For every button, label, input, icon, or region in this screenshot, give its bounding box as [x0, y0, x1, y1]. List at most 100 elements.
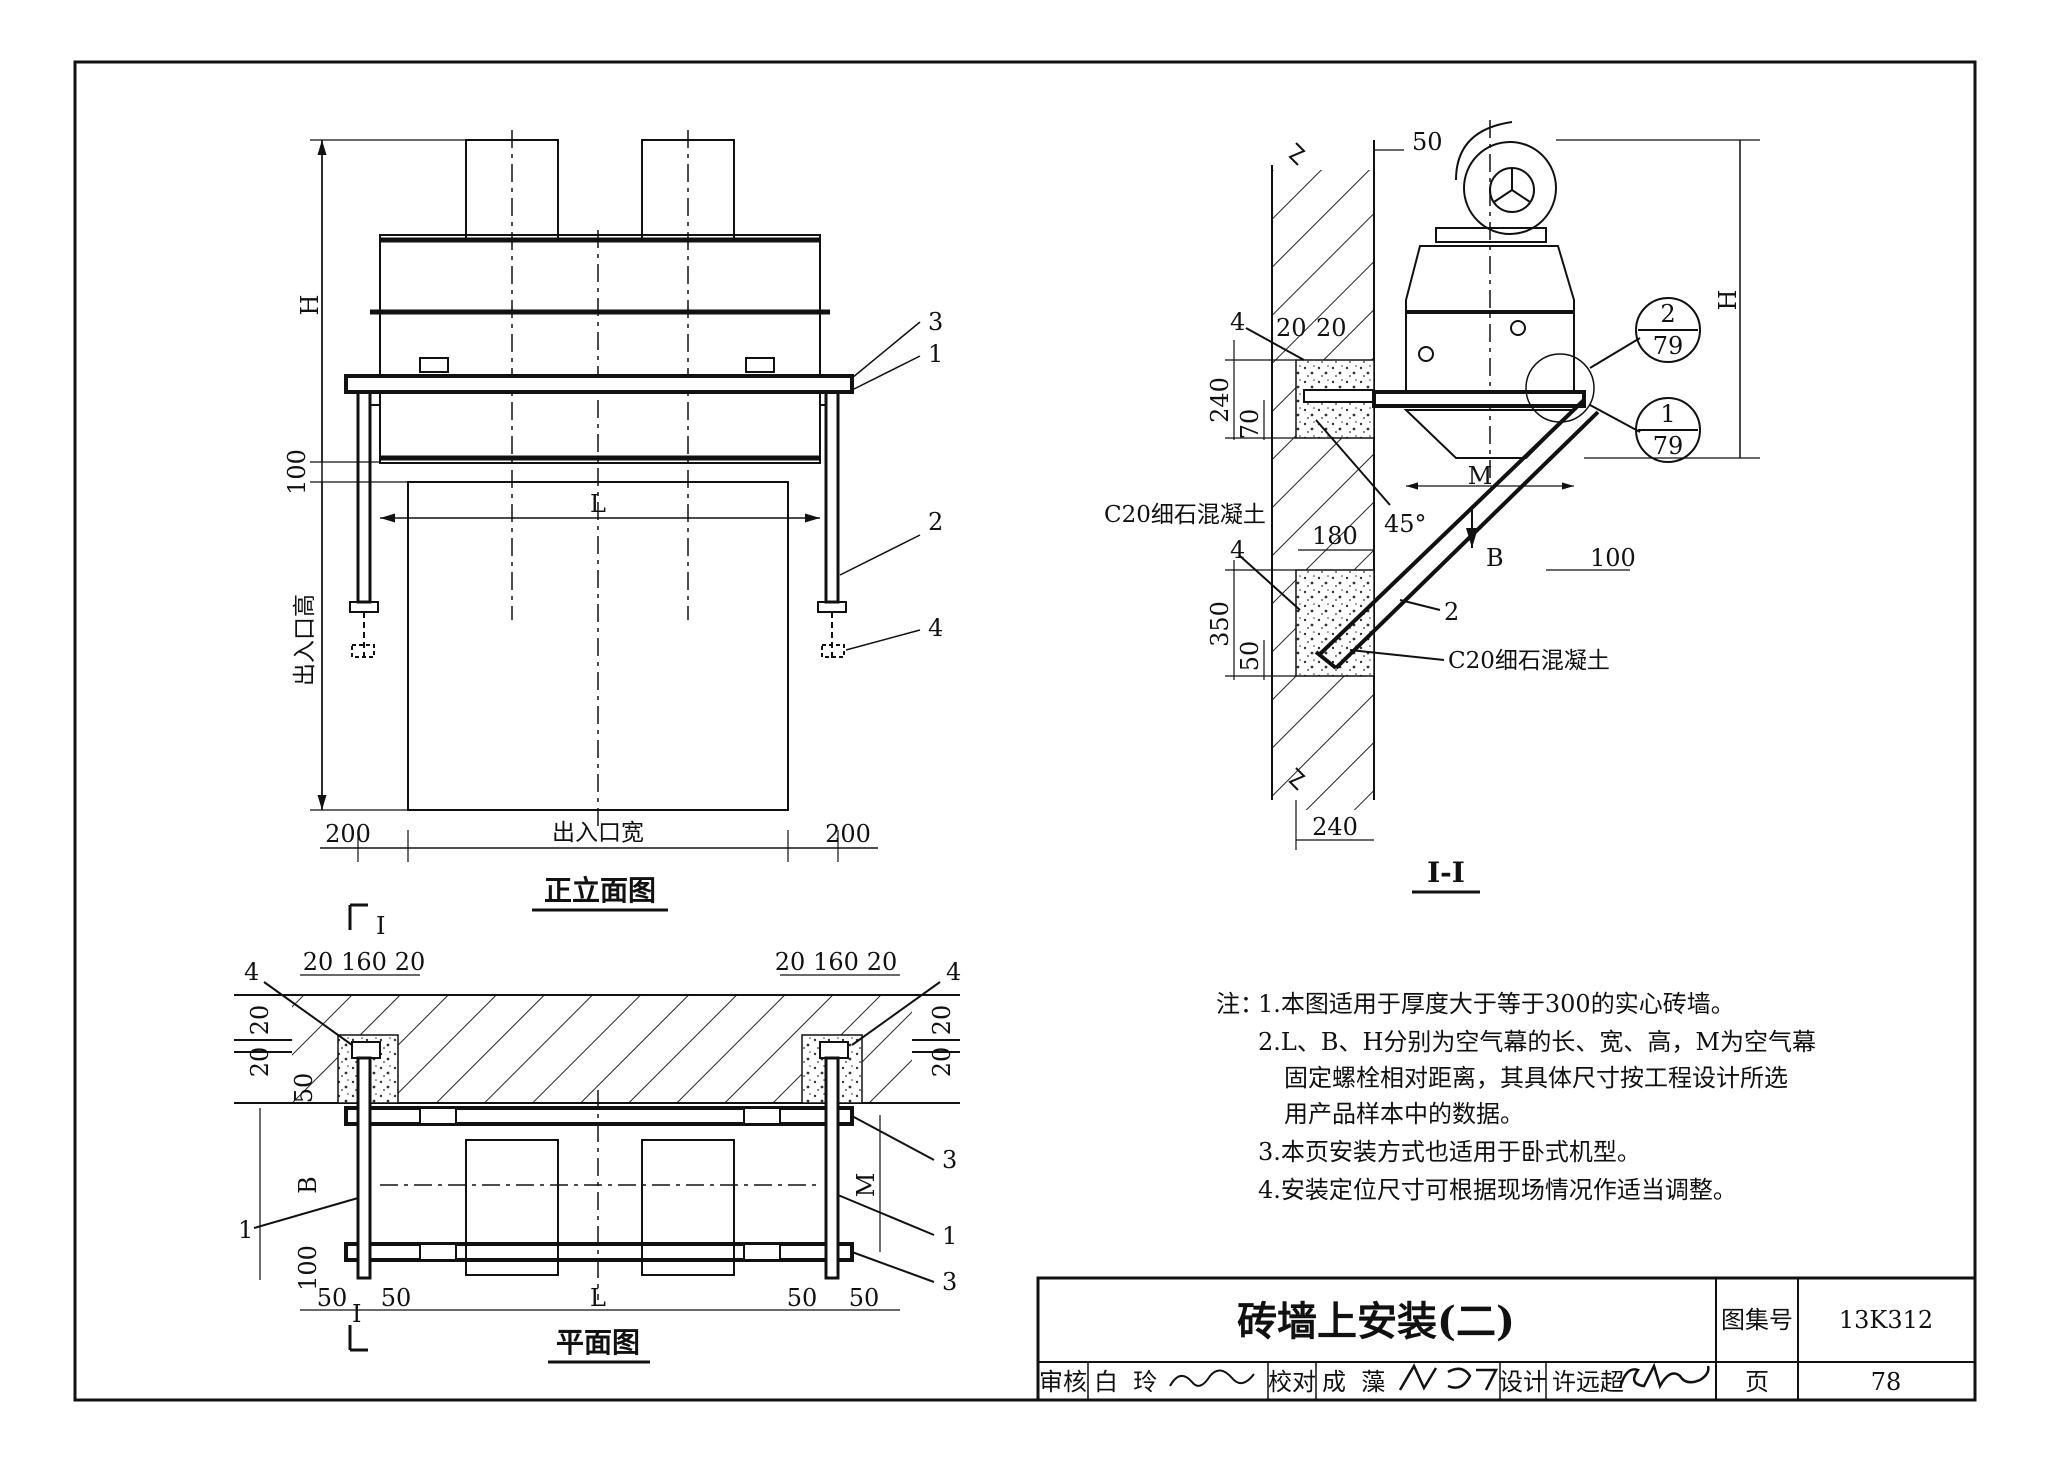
section-wall [1272, 170, 1374, 810]
section-dim-180: 180 [1312, 522, 1358, 550]
section-dim-70: 70 [1236, 409, 1264, 440]
title-block-review-label: 审核 [1039, 1368, 1087, 1396]
detail-ref-2-79 [1635, 297, 1701, 363]
plan-dim-b50b: 50 [381, 1284, 412, 1312]
section-dim-B: B [1486, 544, 1504, 572]
front-dim-left-200: 200 [325, 820, 371, 848]
front-dim-H: H [296, 295, 324, 316]
section-dim-240: 240 [1206, 377, 1234, 423]
plan-callout-3-a: 3 [942, 1146, 957, 1174]
plan-dim-b50d: 50 [849, 1284, 880, 1312]
section-dim-top50: 50 [1412, 128, 1443, 156]
title-block-design-label: 设计 [1499, 1368, 1547, 1396]
plan-dim-l20a: 20 [303, 948, 334, 976]
fan-scroll [1463, 141, 1557, 235]
sheet-frame [73, 60, 1977, 1402]
detail-ref-1-page: 79 [1653, 432, 1684, 460]
section-dim-H: H [1714, 290, 1742, 311]
title-block [1036, 1276, 1977, 1402]
section-view-caption: I-I [1427, 856, 1465, 889]
door-opening [407, 481, 789, 811]
note-line-3: 固定螺栓相对距离，其具体尺寸按工程设计所选 [1284, 1064, 1788, 1092]
plan-view-caption: 平面图 [556, 1326, 640, 1359]
plan-section-mark-bottom: I [352, 1300, 361, 1328]
plan-callout-1-right: 1 [942, 1222, 957, 1250]
note-line-2: 2.L、B、H分别为空气幕的长、宽、高，M为空气幕 [1258, 1028, 1816, 1056]
section-callout-2: 2 [1444, 598, 1459, 626]
signature-checker [1398, 1363, 1499, 1391]
section-dim-50: 50 [1236, 641, 1264, 672]
section-concrete-label-bottom: C20细石混凝土 [1448, 648, 1610, 674]
front-dim-right-200: 200 [825, 820, 871, 848]
section-view [1225, 120, 1760, 850]
front-callout-2: 2 [928, 508, 943, 536]
front-dim-100: 100 [283, 449, 311, 495]
signature-reviewer [1169, 1369, 1255, 1387]
plan-dim-B: B [294, 1176, 322, 1194]
title-block-atlas-label: 图集号 [1721, 1306, 1793, 1334]
note-line-4: 用产品样本中的数据。 [1284, 1100, 1524, 1128]
detail-ref-2-page: 79 [1653, 332, 1684, 360]
signature-designer [1618, 1362, 1710, 1390]
detail-ref-1-num: 1 [1660, 400, 1675, 428]
plan-dim-lv20b: 20 [246, 1047, 274, 1078]
plan-callout-4-left: 4 [244, 958, 259, 986]
leg-left [356, 390, 372, 604]
section-dim-100: 100 [1590, 544, 1636, 572]
plan-dim-b50a: 50 [317, 1284, 348, 1312]
support-beam [344, 374, 854, 394]
title-block-atlas-no: 13K312 [1839, 1306, 1933, 1334]
plan-dim-r20b: 20 [867, 948, 898, 976]
title-block-designer: 许远超 [1552, 1368, 1624, 1396]
plan-dim-lv50: 50 [290, 1073, 318, 1104]
plan-dim-M: M [852, 1173, 880, 1198]
detail-ref-1-79 [1635, 397, 1701, 463]
notes-block: 注： 1.本图适用于厚度大于等于300的实心砖墙。 2.L、B、H分别为空气幕的… [1216, 990, 1816, 1204]
plan-dim-r20a: 20 [775, 948, 806, 976]
leg-right [824, 390, 840, 604]
front-elevation [310, 130, 921, 862]
title-block-check-label: 校对 [1268, 1368, 1316, 1396]
note-line-6: 4.安装定位尺寸可根据现场情况作适当调整。 [1258, 1176, 1737, 1204]
front-callout-4: 4 [928, 614, 943, 642]
section-concrete-label-top: C20细石混凝土 [1104, 502, 1266, 528]
plan-section-mark-top: I [376, 912, 385, 940]
section-dim-bottom-240: 240 [1312, 813, 1358, 841]
plan-dim-v100: 100 [294, 1245, 322, 1291]
plan-callout-4-right: 4 [946, 958, 961, 986]
plan-callout-1-left: 1 [238, 1216, 253, 1244]
title-block-reviewer: 白 玲 [1094, 1368, 1157, 1396]
front-dim-opening-height: 出入口高 [292, 594, 318, 686]
section-callout-4b: 4 [1230, 536, 1245, 564]
plan-callout-3-b: 3 [942, 1268, 957, 1296]
plan-view [234, 903, 960, 1352]
section-bracket [1372, 390, 1586, 408]
section-dim-20b: 20 [1316, 314, 1347, 342]
plan-dim-bL: L [590, 1284, 606, 1312]
plan-dim-r160: 160 [813, 948, 859, 976]
title-block-page-label: 页 [1745, 1368, 1769, 1396]
note-line-5: 3.本页安装方式也适用于卧式机型。 [1258, 1138, 1641, 1166]
air-curtain-body [379, 234, 821, 464]
front-dim-opening-width: 出入口宽 [552, 820, 644, 846]
section-dim-M: M [1468, 462, 1493, 490]
front-view-caption: 正立面图 [544, 874, 656, 907]
section-callout-4a: 4 [1230, 308, 1245, 336]
plan-dim-rv20b: 20 [928, 1047, 956, 1078]
front-callout-3: 3 [928, 308, 943, 336]
title-block-checker: 成 藻 [1322, 1368, 1385, 1396]
front-dim-L: L [590, 490, 606, 518]
title-block-title: 砖墙上安装(二) [1237, 1298, 1515, 1345]
plan-dim-rv20a: 20 [928, 1005, 956, 1036]
plan-dim-lv20a: 20 [246, 1005, 274, 1036]
note-line-1: 1.本图适用于厚度大于等于300的实心砖墙。 [1258, 990, 1735, 1018]
title-block-page-no: 78 [1871, 1368, 1902, 1396]
plan-dim-l20b: 20 [395, 948, 426, 976]
plan-dim-b50c: 50 [787, 1284, 818, 1312]
section-dim-angle: 45° [1384, 510, 1427, 538]
front-callout-1: 1 [928, 340, 943, 368]
plan-dim-l160: 160 [341, 948, 387, 976]
detail-ref-2-num: 2 [1660, 300, 1675, 328]
